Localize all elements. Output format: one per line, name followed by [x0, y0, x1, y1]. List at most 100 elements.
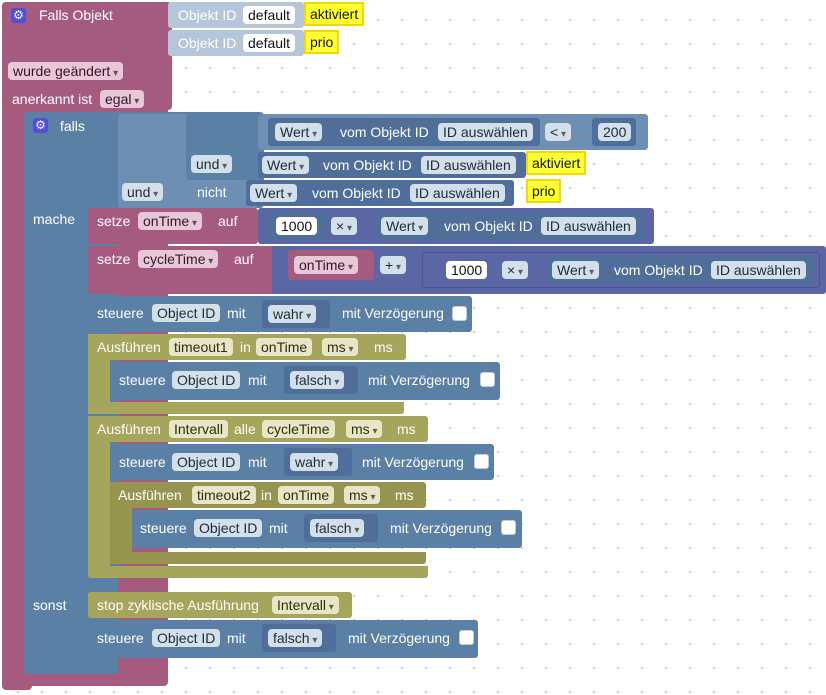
- stop-interval-dropdown[interactable]: Intervall: [272, 596, 339, 614]
- setze-label-2: setze: [97, 251, 131, 267]
- mache-label: mache: [33, 211, 76, 227]
- math-op-dropdown-2[interactable]: ×: [502, 261, 528, 279]
- if-block-foot: [24, 660, 118, 674]
- object-id-select-4[interactable]: Object ID: [194, 519, 263, 537]
- object-id-select-5[interactable]: Object ID: [152, 629, 221, 647]
- ausfuehren-label-3: Ausführen: [118, 487, 182, 503]
- mit-label-4: mit: [269, 520, 288, 536]
- wert-dropdown-5[interactable]: Wert: [552, 261, 600, 279]
- and-dropdown-2[interactable]: und: [122, 183, 164, 201]
- bool-dropdown-falsch-2[interactable]: falsch: [310, 519, 365, 537]
- value-prio-2[interactable]: prio: [526, 179, 562, 203]
- unit-label-1: ms: [374, 339, 393, 355]
- vom-objekt-label-4: vom Objekt ID: [444, 218, 533, 234]
- change-dropdown[interactable]: wurde geändert: [8, 62, 124, 80]
- auf-label-2: auf: [234, 251, 254, 267]
- objekt-id-default-2[interactable]: default: [243, 34, 296, 52]
- bool-dropdown-wahr-1[interactable]: wahr: [268, 305, 317, 323]
- mit-label-1: mit: [227, 305, 246, 321]
- interval-block-side: [88, 416, 110, 576]
- mit-label-5: mit: [227, 630, 246, 646]
- interval-block-foot: [88, 566, 428, 578]
- and-dropdown-1[interactable]: und: [191, 155, 233, 173]
- value-aktiviert[interactable]: aktiviert: [304, 2, 365, 26]
- timer-name-timeout2[interactable]: timeout2: [192, 486, 256, 504]
- wert-dropdown-2[interactable]: Wert: [262, 156, 310, 174]
- alle-label: alle: [234, 421, 256, 437]
- bool-dropdown-falsch-1[interactable]: falsch: [290, 371, 345, 389]
- id-select-3[interactable]: ID auswählen: [410, 184, 505, 202]
- if-label: falls: [60, 118, 85, 134]
- id-select-5[interactable]: ID auswählen: [711, 261, 806, 279]
- unit-dropdown-1[interactable]: ms: [322, 338, 359, 356]
- delay-checkbox-1[interactable]: [452, 306, 467, 321]
- delay-label-2: mit Verzögerung: [368, 372, 470, 388]
- timeout-block-2-side: [110, 482, 132, 564]
- id-select-2[interactable]: ID auswählen: [421, 156, 516, 174]
- timer-time-ontime-2[interactable]: onTime: [278, 486, 335, 504]
- vom-objekt-label-2: vom Objekt ID: [323, 157, 412, 173]
- number-1000-1[interactable]: 1000: [276, 217, 318, 235]
- delay-label-5: mit Verzögerung: [348, 630, 450, 646]
- delay-checkbox-5[interactable]: [459, 630, 474, 645]
- number-200[interactable]: 200: [598, 123, 632, 141]
- wert-dropdown-3[interactable]: Wert: [250, 184, 298, 202]
- var-getter-ontime-dropdown[interactable]: onTime: [294, 256, 358, 274]
- objekt-id-label-1: Objekt ID: [178, 7, 237, 23]
- steuere-label-1: steuere: [97, 305, 144, 321]
- anerkannt-label: anerkannt ist: [12, 91, 93, 107]
- bool-dropdown-falsch-3[interactable]: falsch: [268, 629, 323, 647]
- unit-label-3: ms: [395, 487, 414, 503]
- unit-label-2: ms: [397, 421, 416, 437]
- vom-objekt-label-5: vom Objekt ID: [614, 262, 703, 278]
- steuere-label-4: steuere: [140, 520, 187, 536]
- id-select-1[interactable]: ID auswählen: [438, 123, 533, 141]
- var-dropdown-ontime[interactable]: onTime: [138, 212, 202, 230]
- vom-objekt-label-1: vom Objekt ID: [340, 124, 429, 140]
- steuere-label-3: steuere: [119, 454, 166, 470]
- object-id-select-1[interactable]: Object ID: [152, 304, 221, 322]
- not-label: nicht: [197, 184, 227, 200]
- timer-name-timeout1[interactable]: timeout1: [169, 338, 233, 356]
- unit-dropdown-3[interactable]: ms: [344, 486, 381, 504]
- math-op-dropdown-1[interactable]: ×: [331, 217, 357, 235]
- number-1000-2[interactable]: 1000: [446, 261, 488, 279]
- steuere-label-5: steuere: [97, 630, 144, 646]
- in-label-1: in: [240, 339, 251, 355]
- timer-name-intervall[interactable]: Intervall: [169, 420, 229, 438]
- object-id-select-3[interactable]: Object ID: [172, 453, 241, 471]
- math-op-plus[interactable]: +: [380, 256, 406, 274]
- wert-dropdown-4[interactable]: Wert: [381, 217, 429, 235]
- stop-label: stop zyklische Ausführung: [97, 597, 259, 613]
- value-prio[interactable]: prio: [304, 30, 340, 54]
- setze-label-1: setze: [97, 213, 131, 229]
- delay-label-1: mit Verzögerung: [342, 305, 444, 321]
- ausfuehren-label-2: Ausführen: [97, 421, 161, 437]
- delay-label-4: mit Verzögerung: [390, 520, 492, 536]
- timeout-block-2-foot: [110, 552, 426, 564]
- ack-dropdown[interactable]: egal: [100, 90, 145, 108]
- compare-op-dropdown[interactable]: <: [545, 123, 571, 141]
- unit-dropdown-2[interactable]: ms: [346, 420, 383, 438]
- var-dropdown-cycletime[interactable]: cycleTime: [138, 250, 219, 268]
- gear-icon[interactable]: ⚙: [11, 8, 26, 23]
- wert-dropdown-1[interactable]: Wert: [275, 123, 323, 141]
- bool-dropdown-wahr-2[interactable]: wahr: [290, 453, 339, 471]
- auf-label-1: auf: [218, 213, 238, 229]
- delay-checkbox-2[interactable]: [480, 372, 495, 387]
- timer-time-ontime-1[interactable]: onTime: [256, 338, 313, 356]
- trigger-title: Falls Objekt: [39, 7, 113, 23]
- mit-label-2: mit: [248, 372, 267, 388]
- objekt-id-label-2: Objekt ID: [178, 35, 237, 51]
- trigger-footer: [2, 676, 32, 690]
- id-select-4[interactable]: ID auswählen: [541, 217, 636, 235]
- delay-checkbox-3[interactable]: [474, 454, 489, 469]
- delay-checkbox-4[interactable]: [501, 520, 516, 535]
- vom-objekt-label-3: vom Objekt ID: [312, 185, 401, 201]
- object-id-select-2[interactable]: Object ID: [172, 371, 241, 389]
- gear-icon[interactable]: ⚙: [33, 118, 48, 133]
- delay-label-3: mit Verzögerung: [362, 454, 464, 470]
- objekt-id-default-1[interactable]: default: [243, 6, 296, 24]
- value-aktiviert-2[interactable]: aktiviert: [526, 151, 587, 175]
- timer-time-cycletime[interactable]: cycleTime: [262, 420, 335, 438]
